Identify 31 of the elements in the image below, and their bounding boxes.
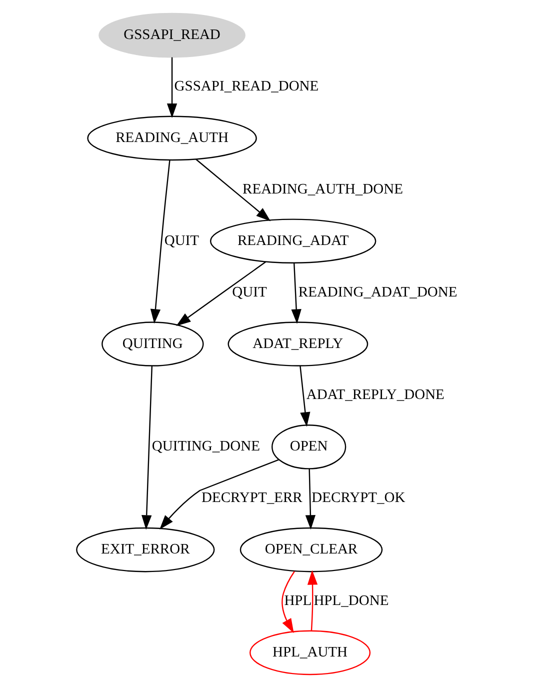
arrow — [166, 57, 178, 118]
arrow — [305, 468, 316, 530]
edge-label: ADAT_REPLY_DONE — [306, 387, 444, 404]
edge-label: READING_ADAT_DONE — [298, 284, 458, 300]
edge-label: GSSAPI_READ_DONE — [174, 78, 319, 94]
arrow — [150, 160, 170, 324]
node-ellipse: EXIT_ERROR — [76, 527, 215, 572]
edge-label: QUIT — [164, 232, 200, 249]
node-ellipse: QUITING — [102, 322, 204, 366]
node-ellipse: OPEN — [272, 424, 346, 470]
node-ellipse: HPL_AUTH — [250, 630, 371, 676]
arrow — [291, 263, 302, 324]
node-ellipse: GSSAPI_READ — [98, 12, 246, 58]
edge-label: HPL — [284, 593, 312, 610]
arrow — [160, 459, 280, 530]
edge-label: QUIT — [232, 284, 267, 300]
arrow — [196, 158, 271, 222]
node-ellipse: OPEN_CLEAR — [240, 527, 383, 572]
edge-label: DECRYPT_OK — [312, 490, 406, 506]
edge-label: DECRYPT_ERR — [202, 490, 302, 506]
edge-label: HPL_DONE — [314, 593, 389, 610]
edge-label: QUITING_DONE — [152, 438, 260, 455]
arrow — [142, 366, 153, 530]
arrow — [176, 261, 266, 326]
node-ellipse: READING_AUTH — [87, 116, 257, 161]
node-ellipse: ADAT_REPLY — [228, 322, 368, 366]
edge-label: READING_AUTH_DONE — [242, 181, 403, 198]
node-ellipse: READING_ADAT — [210, 218, 376, 264]
arrow — [282, 571, 295, 634]
arrow — [300, 366, 310, 427]
arrow — [307, 570, 318, 631]
